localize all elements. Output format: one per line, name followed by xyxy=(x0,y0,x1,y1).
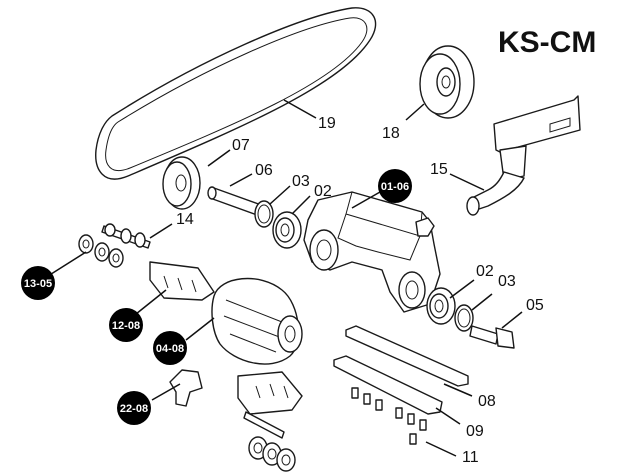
callout-19: 19 xyxy=(318,115,336,132)
callout-15: 15 xyxy=(430,161,448,178)
badge-04-08: 04-08 xyxy=(153,331,187,365)
bolt-part xyxy=(469,325,515,349)
svg-text:01-06: 01-06 xyxy=(381,181,409,193)
badge-01-06: 01-06 xyxy=(378,169,412,203)
callout-18: 18 xyxy=(382,125,400,142)
svg-text:22-08: 22-08 xyxy=(120,403,148,415)
callout-02-lower: 02 xyxy=(476,263,494,280)
pulley-part xyxy=(419,45,475,119)
cam-part xyxy=(169,369,203,407)
callout-06: 06 xyxy=(255,162,273,179)
lower-plate-part xyxy=(237,371,303,415)
svg-text:12-08: 12-08 xyxy=(112,320,140,332)
callout-08: 08 xyxy=(478,393,496,410)
circlip-lower-part xyxy=(454,304,474,332)
svg-text:13-05: 13-05 xyxy=(24,278,52,290)
small-hardware-part xyxy=(78,223,151,268)
small-pulley-part xyxy=(162,156,201,210)
badge-22-08: 22-08 xyxy=(117,391,151,425)
callout-03-lower: 03 xyxy=(498,273,516,290)
badge-12-08: 12-08 xyxy=(109,308,143,342)
callout-14: 14 xyxy=(176,211,194,228)
lower-hardware-part xyxy=(243,411,296,472)
badge-13-05: 13-05 xyxy=(21,266,55,300)
flat-plate-08-part xyxy=(345,325,469,387)
leader-lines xyxy=(47,99,523,457)
svg-text:04-08: 04-08 xyxy=(156,343,184,355)
bearing-upper-part xyxy=(272,211,302,249)
bracket-shaft-part xyxy=(466,95,581,216)
callout-11: 11 xyxy=(462,449,479,466)
callout-02-upper: 02 xyxy=(314,183,332,200)
bearing-lower-part xyxy=(426,287,456,325)
screws-part xyxy=(351,387,427,445)
housing-part xyxy=(303,191,441,313)
callout-09: 09 xyxy=(466,423,484,440)
drum-part xyxy=(211,277,303,365)
diagram-title: KS-CM xyxy=(498,26,596,59)
callout-03-upper: 03 xyxy=(292,173,310,190)
callout-07: 07 xyxy=(232,137,250,154)
belt-part xyxy=(95,7,377,180)
circlip-upper-part xyxy=(254,200,274,228)
flat-plate-09-part xyxy=(333,355,443,415)
callout-05: 05 xyxy=(526,297,544,314)
